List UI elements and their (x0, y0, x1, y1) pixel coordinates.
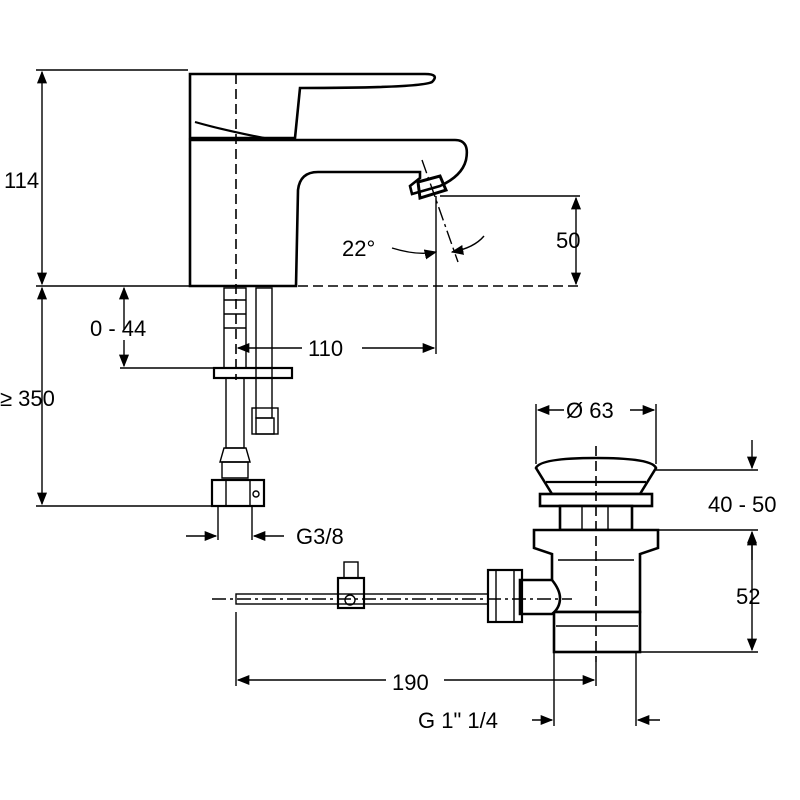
fixing-plate (212, 366, 294, 380)
label-connection-thread: G3/8 (296, 524, 344, 549)
label-deck-thickness: 0 - 44 (90, 316, 146, 341)
label-hose-length: ≥ 350 (0, 386, 55, 411)
label-spout-clearance: 50 (556, 228, 580, 253)
label-waste-height: 52 (736, 584, 760, 609)
label-tap-height: 114 (4, 168, 39, 193)
faucet (188, 72, 580, 380)
connection-nut (210, 478, 266, 508)
dimension-lines (36, 69, 758, 726)
rod-connector (486, 568, 524, 624)
label-waste-diameter: Ø 63 (566, 398, 614, 423)
waste-assembly (212, 446, 660, 662)
faucet-body (188, 138, 469, 288)
label-rod-length: 190 (392, 670, 429, 695)
hoses-and-fixing (210, 287, 294, 508)
label-waste-thread: G 1" 1/4 (418, 708, 498, 733)
label-spout-reach: 110 (308, 336, 343, 361)
dimension-labels: 114 ≥ 350 0 - 44 110 50 22° G3/8 Ø 63 40… (0, 168, 777, 733)
label-plug-lift: 40 - 50 (708, 492, 777, 517)
faucet-lever (188, 72, 437, 140)
label-spout-angle: 22° (342, 236, 375, 261)
